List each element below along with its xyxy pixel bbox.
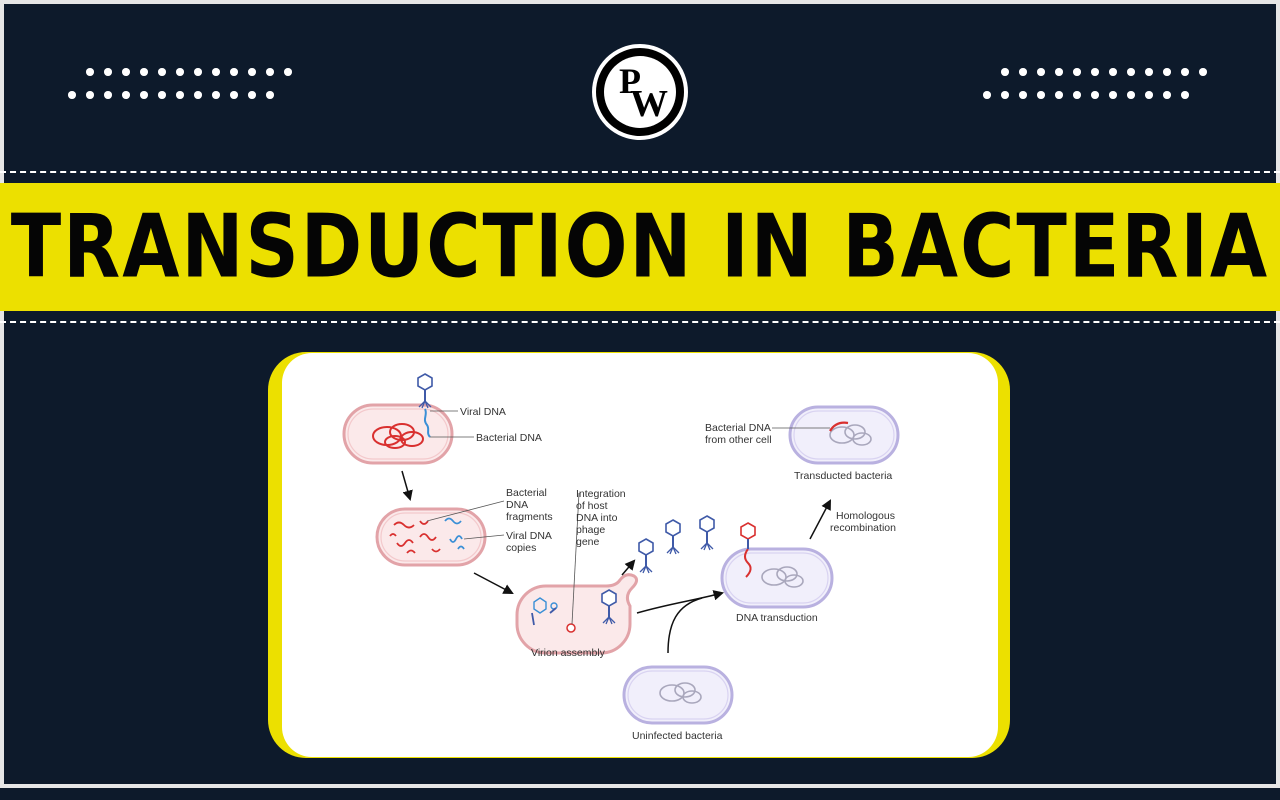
dots-left-decoration [86,68,292,90]
bacterial-dna-tangle [372,423,424,449]
dots-right-decoration [1001,68,1207,90]
fragmented-cell [375,507,487,567]
released-phage-1 [638,538,654,574]
uninfected-cell [622,665,734,725]
bacterial-dna-fragments [389,520,441,554]
label-homologous-recombination-1: Homologous [836,510,895,522]
phage-icon [417,373,433,409]
label-integration-1: Integration [576,488,626,500]
released-phage-2 [665,519,681,555]
label-homologous-recombination-2: recombination [830,522,896,534]
logo-letter-w: W [630,83,668,125]
label-viral-dna-copies-2: copies [506,542,536,554]
page-title: TRANSDUCTION IN BACTERIA [10,196,1270,298]
label-bacterial-dna: Bacterial DNA [476,432,542,444]
transducted-dna-tangle [829,424,872,446]
transducted-cell [788,405,900,465]
label-integration-3: DNA into [576,512,618,524]
label-bacterial-dna-other-cell-2: from other cell [705,434,772,446]
viral-dna-strand [423,408,431,438]
label-uninfected-bacteria: Uninfected bacteria [632,730,723,742]
dashed-divider-top [0,171,1280,173]
transduction-dna-tangle [761,566,804,588]
label-viral-dna: Viral DNA [460,406,506,418]
virion-assembly-cell [515,573,639,655]
label-bacterial-dna-fragments-3: fragments [506,511,553,523]
dots-left-decoration-2 [68,91,274,113]
label-bacterial-dna-other-cell-1: Bacterial DNA [705,422,771,434]
label-viral-dna-copies-1: Viral DNA [506,530,552,542]
label-integration-5: gene [576,536,600,548]
label-integration-2: of host [576,500,608,512]
transduction-diagram: Viral DNA Bacterial DNA Bacterial DNA fr… [342,373,900,742]
label-bacterial-dna-fragments-2: DNA [506,499,528,511]
logo-letter-p: P [619,61,641,101]
viral-dna-copies [444,517,465,550]
title-banner: TRANSDUCTION IN BACTERIA [0,183,1280,311]
label-integration-4: phage [576,524,605,536]
label-dna-transduction: DNA transduction [736,612,818,624]
uninfected-dna-tangle [659,682,702,704]
label-bacterial-dna-fragments-1: Bacterial [506,487,547,499]
label-transducted-bacteria: Transducted bacteria [794,470,892,482]
dashed-divider-bottom [0,321,1280,323]
pw-logo-mark: P W [604,56,676,128]
transducing-phage-icon [740,522,756,549]
infected-cell [342,403,454,465]
dots-right-decoration-2 [983,91,1189,113]
label-virion-assembly: Virion assembly [531,647,606,659]
transduction-cell [720,547,834,609]
pw-logo: P W [592,44,688,140]
released-phage-3 [699,515,715,551]
